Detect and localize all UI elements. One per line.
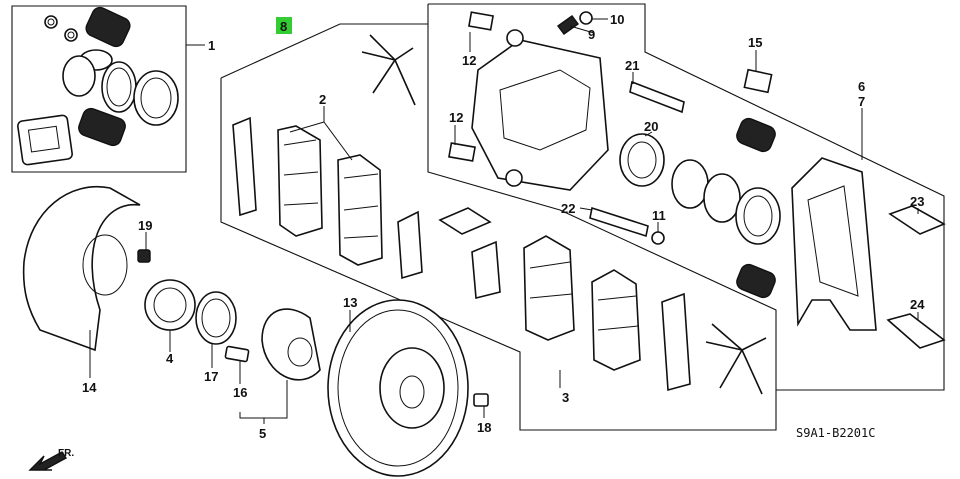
callout-16: 16 (233, 385, 247, 400)
pad-set-lower-parts (471, 235, 767, 395)
catalog-code: S9A1-B2201C (796, 426, 875, 440)
pad-set-upper-parts (232, 34, 492, 280)
group-box-caliper (427, 3, 945, 391)
callout-12-upper: 12 (462, 53, 476, 68)
callout-13: 13 (343, 295, 357, 310)
callout-1: 1 (208, 38, 215, 53)
callout-6: 6 (858, 79, 865, 94)
splash-shield (22, 185, 141, 352)
bracket-clips (886, 205, 946, 349)
front-direction-arrow: FR. (28, 448, 74, 471)
callout-14: 14 (82, 380, 97, 395)
seal-kit-parts (17, 6, 205, 166)
callout-10: 10 (610, 12, 624, 27)
callout-12-lower: 12 (449, 110, 463, 125)
callout-17: 17 (204, 369, 218, 384)
wheel-hub (224, 308, 321, 381)
callout-2: 2 (319, 92, 326, 107)
callout-21: 21 (625, 58, 639, 73)
front-direction-label: FR. (58, 448, 74, 459)
hub-bearing (137, 249, 237, 345)
callout-5: 5 (259, 426, 266, 441)
callout-4: 4 (166, 351, 174, 366)
callout-15: 15 (748, 35, 762, 50)
callout-7: 7 (858, 94, 865, 109)
callout-3: 3 (562, 390, 569, 405)
caliper-parts (448, 11, 781, 299)
brake-rotor (327, 299, 489, 477)
leader-lines (89, 18, 919, 424)
callout-19: 19 (138, 218, 152, 233)
group-box-pad-set-8 (220, 23, 777, 431)
group-box-seal-kit (11, 5, 187, 173)
callout-20: 20 (644, 119, 658, 134)
callout-18: 18 (477, 420, 491, 435)
callout-9: 9 (588, 27, 595, 42)
callout-11: 11 (652, 208, 666, 223)
callout-labels: 1 2 3 4 5 6 7 8 9 10 11 12 12 13 14 15 1… (82, 12, 925, 441)
caliper-bracket (791, 157, 877, 331)
callout-8-highlight (276, 17, 292, 34)
callout-8: 8 (280, 19, 287, 34)
callout-24: 24 (910, 297, 925, 312)
callout-23: 23 (910, 194, 924, 209)
callout-22: 22 (561, 201, 575, 216)
